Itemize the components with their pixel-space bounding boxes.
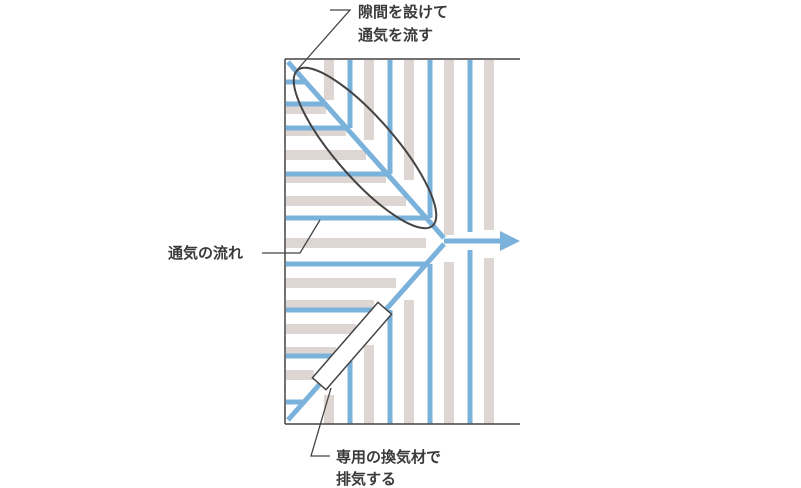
stripe-v xyxy=(324,395,334,424)
stripe-h xyxy=(286,238,426,248)
vertical-stripes xyxy=(324,60,494,424)
stripe-v xyxy=(444,262,454,424)
labels: 隙間を設けて 通気を流す 通気の流れ 専用の換気材で 排気する xyxy=(168,3,448,488)
flow-label: 通気の流れ xyxy=(168,244,243,262)
stripe-v xyxy=(364,60,374,140)
stripe-h xyxy=(286,347,336,357)
stripe-h xyxy=(286,370,314,380)
stripe-h xyxy=(286,150,366,160)
leader-flow xyxy=(262,219,321,254)
vent-label-line2: 排気する xyxy=(336,470,396,488)
stripe-v xyxy=(404,60,414,180)
stripe-h xyxy=(286,324,356,334)
leader-lines xyxy=(262,9,352,457)
stripe-h xyxy=(286,300,374,310)
stripe-h xyxy=(286,173,386,183)
stripe-h xyxy=(286,196,406,206)
gap-label-line1: 隙間を設けて xyxy=(358,3,448,21)
leader-vent xyxy=(310,387,332,457)
stripe-v xyxy=(484,60,494,230)
stripe-v xyxy=(364,345,374,424)
wall-frame xyxy=(284,58,520,425)
horizontal-stripes xyxy=(286,104,426,380)
stripe-v xyxy=(444,60,454,235)
stripe-h xyxy=(286,104,326,114)
gap-label-line2: 通気を流す xyxy=(358,26,433,44)
vent-label-line1: 専用の換気材で xyxy=(336,448,441,466)
stripe-v xyxy=(404,300,414,424)
flow-diagonal-upper xyxy=(286,60,446,240)
stripe-h xyxy=(286,126,346,136)
stripe-h xyxy=(286,278,396,288)
vent-material-rect xyxy=(311,301,393,391)
leader-gap xyxy=(296,9,352,71)
stripe-v xyxy=(324,60,334,100)
arrow-right-icon xyxy=(500,231,520,251)
stripe-v xyxy=(484,258,494,424)
